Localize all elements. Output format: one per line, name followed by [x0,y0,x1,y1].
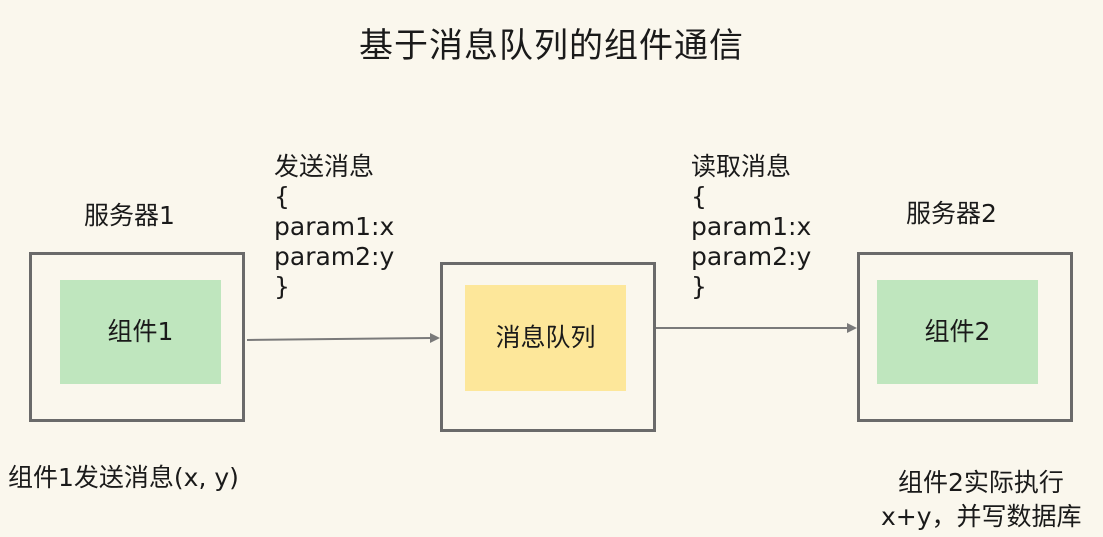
send-param2: param2:y [274,242,395,271]
send-open-brace: { [274,182,290,211]
send-message-title: 发送消息 [274,152,375,181]
note-right-line1: 组件2实际执行 [898,468,1064,497]
read-open-brace: { [691,182,707,211]
server1-box: 组件1 [29,252,245,422]
component1-label: 组件1 [107,317,174,346]
server2-label: 服务器2 [906,199,997,228]
read-param2: param2:y [691,242,812,271]
read-param1: param1:x [691,212,812,241]
diagram-title: 基于消息队列的组件通信 [359,26,744,66]
component1-box: 组件1 [60,280,221,384]
server2-box: 组件2 [857,252,1073,422]
send-close-brace: } [274,272,290,301]
send-param1: param1:x [274,212,395,241]
arrow-read [656,323,857,333]
send-message-block: 发送消息 { param1:x param2:y } [274,152,394,302]
note-right-line2: x+y，并写数据库 [881,502,1082,531]
queue-inner-box: 消息队列 [465,285,626,391]
component2-box: 组件2 [877,280,1038,384]
queue-label: 消息队列 [495,323,596,352]
read-message-block: 读取消息 { param1:x param2:y } [691,152,811,302]
message-queue-box: 消息队列 [440,262,656,432]
read-close-brace: } [691,272,707,301]
read-message-title: 读取消息 [691,152,792,181]
note-left: 组件1发送消息(x, y) [8,463,239,492]
server1-label: 服务器1 [84,201,175,230]
arrow-send [246,333,440,343]
component2-label: 组件2 [924,317,991,346]
